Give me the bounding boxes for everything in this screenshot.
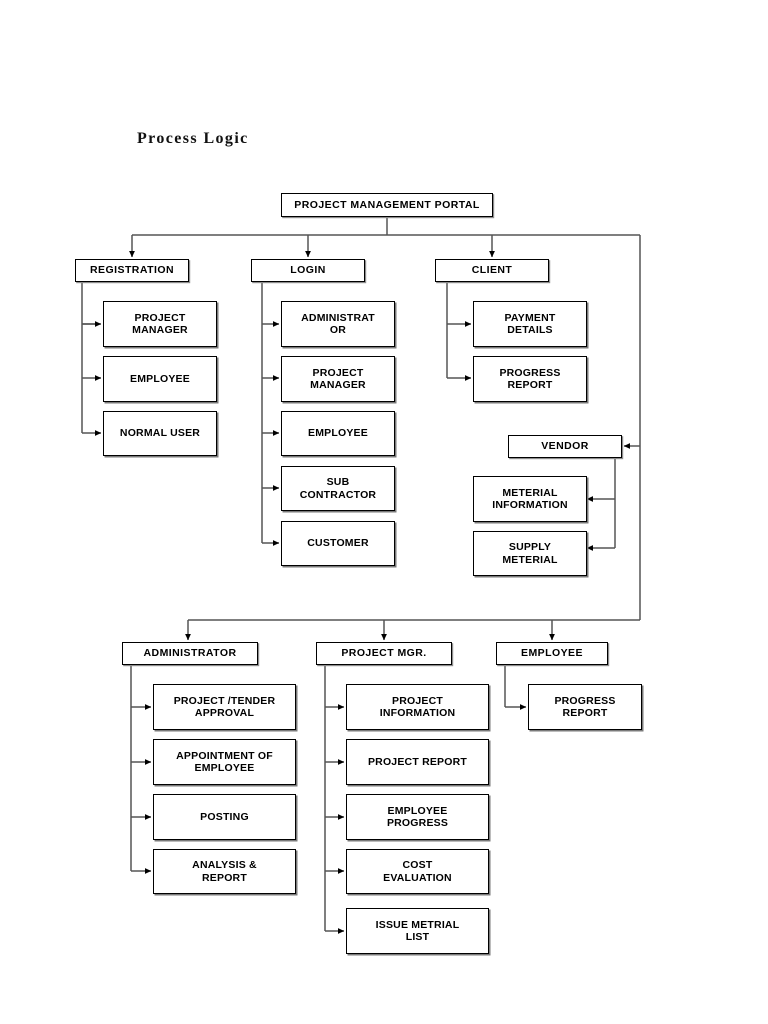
node-label: PROJECT MGR. (341, 647, 427, 660)
node-registration[interactable]: REGISTRATION (75, 259, 189, 282)
node-label: EMPLOYEE (130, 372, 190, 385)
node-login[interactable]: LOGIN (251, 259, 365, 282)
node-administrator[interactable]: ADMINISTRATOR (122, 642, 258, 665)
node-login-employee[interactable]: EMPLOYEE (281, 411, 395, 456)
node-label: CLIENT (471, 264, 513, 277)
node-label: PROJECT MANAGEMENT PORTAL (294, 198, 480, 211)
node-label: REGISTRATION (90, 264, 174, 277)
node-login-customer[interactable]: CUSTOMER (281, 521, 395, 566)
node-label: ADMINISTRATOR (143, 647, 237, 660)
node-label: PROJECT REPORT (367, 755, 468, 768)
node-project-mgr-project-report[interactable]: PROJECT REPORT (346, 739, 489, 785)
node-project-management-portal[interactable]: PROJECT MANAGEMENT PORTAL (281, 193, 493, 217)
node-label: ANALYSIS &REPORT (192, 859, 257, 884)
node-client[interactable]: CLIENT (435, 259, 549, 282)
node-label: CUSTOMER (307, 537, 369, 550)
node-administrator-posting[interactable]: POSTING (153, 794, 296, 840)
node-label: LOGIN (290, 264, 326, 277)
node-label: EMPLOYEE (521, 647, 583, 660)
node-employee[interactable]: EMPLOYEE (496, 642, 608, 665)
page-title: Process Logic (137, 130, 249, 147)
node-registration-employee[interactable]: EMPLOYEE (103, 356, 217, 402)
node-vendor[interactable]: VENDOR (508, 435, 622, 458)
node-project-mgr[interactable]: PROJECT MGR. (316, 642, 452, 665)
node-registration-normal-user[interactable]: NORMAL USER (103, 411, 217, 456)
node-label: POSTING (200, 810, 249, 823)
node-administrator-analysis-report[interactable]: ANALYSIS &REPORT (153, 849, 296, 894)
node-label: NORMAL USER (119, 427, 201, 440)
node-label: VENDOR (541, 440, 589, 453)
node-label: EMPLOYEE (308, 427, 368, 440)
